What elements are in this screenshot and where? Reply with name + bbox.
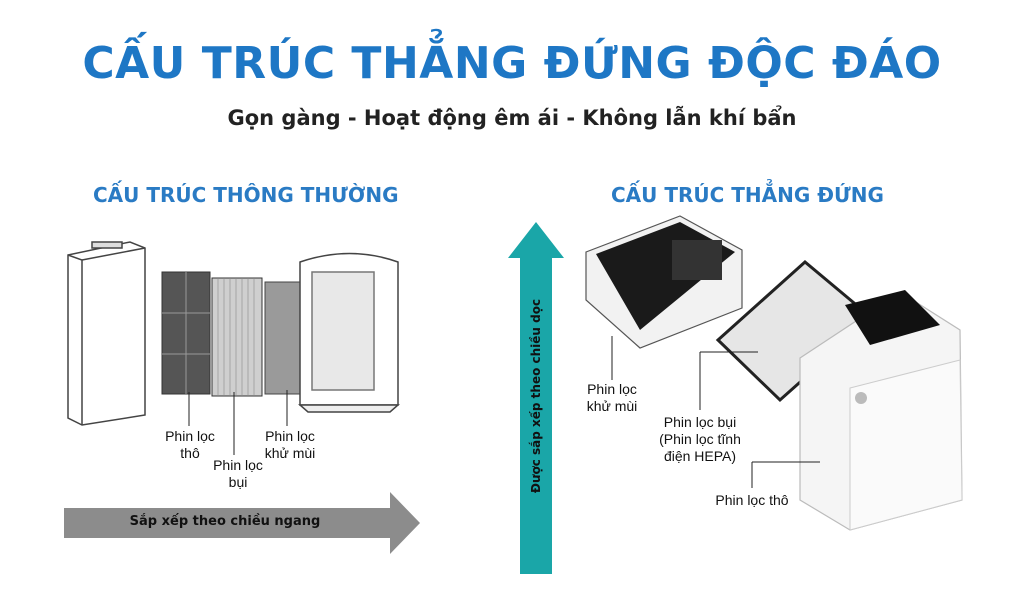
- horizontal-arrow-label: Sắp xếp theo chiều ngang: [129, 514, 321, 529]
- left-label-coarse: Phin lọc thô: [165, 428, 215, 461]
- vertical-arrow: [508, 222, 564, 574]
- right-leader-lines: [611, 336, 820, 488]
- left-leader-lines: [188, 390, 288, 455]
- left-heading: CẤU TRÚC THÔNG THƯỜNG: [93, 183, 399, 207]
- vertical-arrow-label: Được sắp xếp theo chiều dọc: [529, 298, 543, 494]
- right-deodor-tray: [585, 215, 743, 349]
- horizontal-arrow: [64, 492, 420, 554]
- left-coarse-filter: [161, 271, 211, 395]
- right-label-coarse: Phin lọc thô: [715, 492, 789, 508]
- right-heading: CẤU TRÚC THẲNG ĐỨNG: [611, 183, 884, 207]
- page-title: CẤU TRÚC THẲNG ĐỨNG ĐỘC ĐÁO: [82, 38, 942, 89]
- left-label-dust: Phin lọc bụi: [213, 457, 263, 490]
- left-purifier-back-unit: [298, 252, 400, 413]
- left-purifier-front-unit: [67, 241, 146, 426]
- right-label-dust: Phin lọc bụi (Phin lọc tĩnh điện HEPA): [659, 414, 741, 464]
- left-label-deodor: Phin lọc khử mùi: [264, 428, 316, 461]
- left-hepa-filter: [211, 277, 263, 397]
- page-subtitle: Gọn gàng - Hoạt động êm ái - Không lẫn k…: [227, 106, 797, 130]
- right-label-deodor: Phin lọc khử mùi: [586, 381, 638, 414]
- right-purifier-body: [799, 290, 963, 531]
